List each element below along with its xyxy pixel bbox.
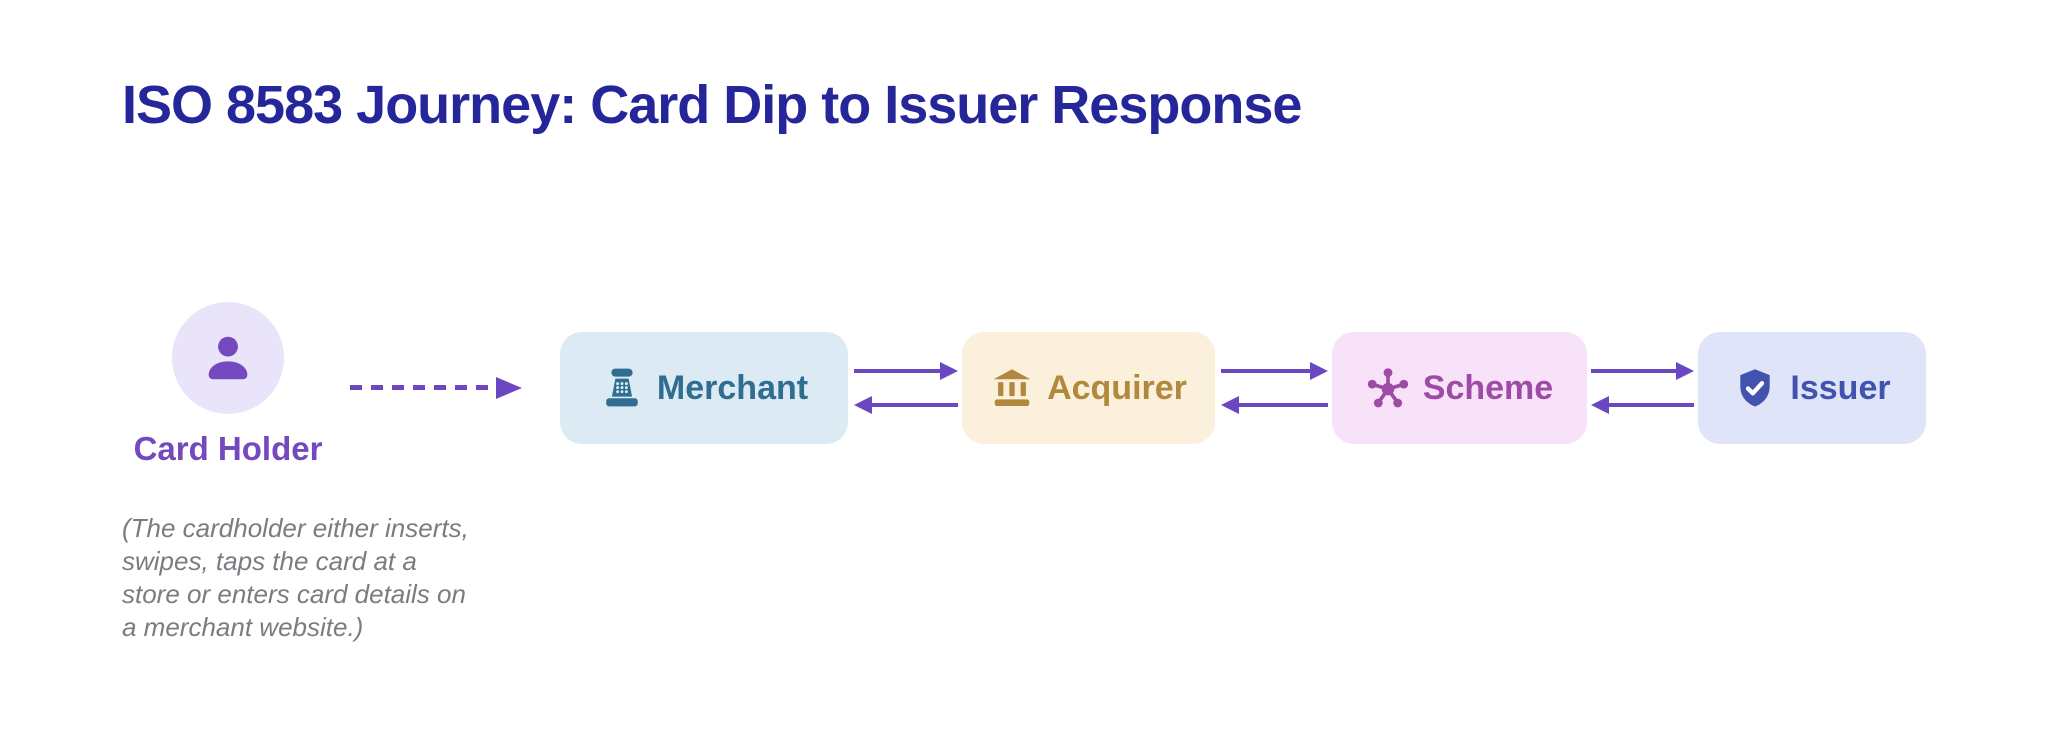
shield-check-icon [1740,369,1771,407]
left-arrowhead-icon [1591,396,1609,414]
node-acquirer-label: Acquirer [1047,368,1187,407]
left-arrowhead-icon [854,396,872,414]
node-scheme: Scheme [1332,332,1587,444]
cash-register-icon [606,368,638,407]
request-arrow-line [854,369,942,373]
page-title: ISO 8583 Journey: Card Dip to Issuer Res… [122,75,1302,135]
right-arrowhead-icon [1676,362,1694,380]
arrowhead-icon [496,377,522,399]
bank-icon [993,369,1031,406]
right-arrowhead-icon [1310,362,1328,380]
request-arrow-line [1221,369,1312,373]
request-arrow-line [1591,369,1678,373]
person-icon [208,336,248,380]
network-hub-icon [1367,368,1408,408]
node-issuer: Issuer [1698,332,1926,444]
scheme-issuer-arrows [1591,362,1694,414]
acquirer-scheme-arrows [1221,362,1328,414]
left-arrowhead-icon [1221,396,1239,414]
cardholder-note: (The cardholder either inserts, swipes, … [122,513,469,642]
cardholder-to-merchant-arrow [350,377,522,399]
right-arrowhead-icon [940,362,958,380]
node-acquirer: Acquirer [962,332,1215,444]
response-arrow-line [870,403,958,407]
response-arrow-line [1237,403,1328,407]
response-arrow-line [1607,403,1694,407]
node-merchant: Merchant [560,332,848,444]
merchant-acquirer-arrows [854,362,958,414]
cardholder-avatar [172,302,284,414]
cardholder-label: Card Holder [133,430,323,467]
node-issuer-label: Issuer [1790,368,1891,407]
dashed-line [350,385,494,390]
node-scheme-label: Scheme [1422,368,1554,407]
node-merchant-label: Merchant [656,368,809,407]
